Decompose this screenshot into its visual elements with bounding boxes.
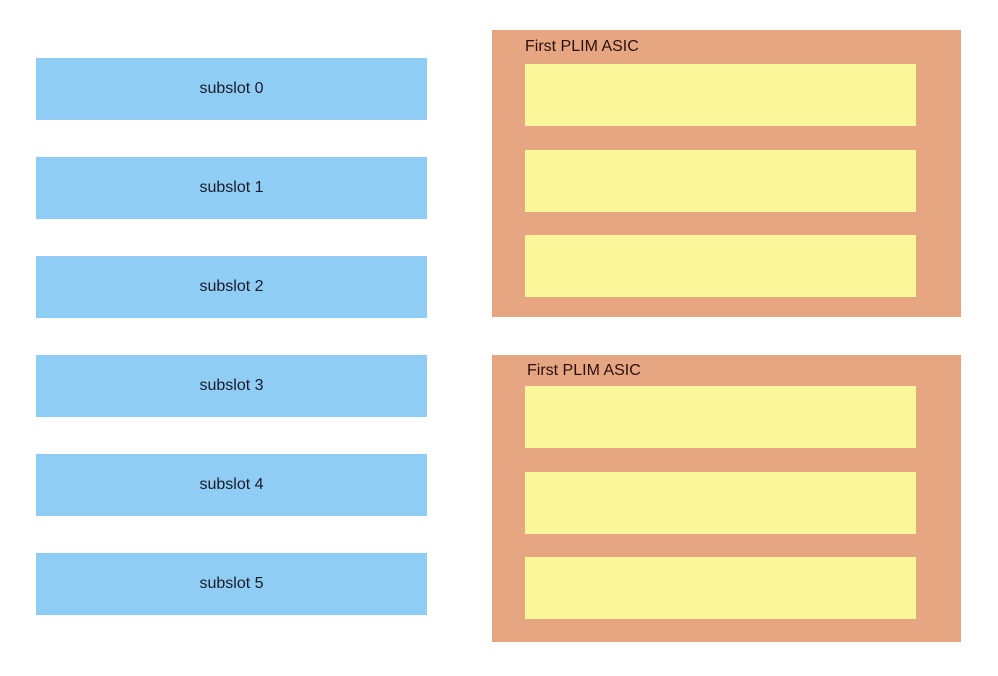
subslot-label: subslot 0	[199, 80, 264, 97]
asic-lane	[525, 386, 916, 448]
plim-asic-1: First PLIM ASIC	[492, 30, 961, 317]
subslot-5: subslot 5	[36, 553, 427, 615]
asic-label: First PLIM ASIC	[525, 38, 639, 55]
subslot-3: subslot 3	[36, 355, 427, 417]
asic-lane	[525, 557, 916, 619]
asic-lane	[525, 64, 916, 126]
subslot-1: subslot 1	[36, 157, 427, 219]
subslot-label: subslot 3	[199, 377, 264, 394]
asic-lane	[525, 150, 916, 212]
plim-asic-2: First PLIM ASIC	[492, 355, 961, 642]
subslot-label: subslot 5	[199, 575, 264, 592]
subslot-0: subslot 0	[36, 58, 427, 120]
asic-lane	[525, 472, 916, 534]
subslot-label: subslot 2	[199, 278, 264, 295]
subslot-label: subslot 4	[199, 476, 264, 493]
subslot-2: subslot 2	[36, 256, 427, 318]
asic-lane	[525, 235, 916, 297]
subslot-label: subslot 1	[199, 179, 264, 196]
subslot-4: subslot 4	[36, 454, 427, 516]
asic-label: First PLIM ASIC	[527, 362, 641, 379]
